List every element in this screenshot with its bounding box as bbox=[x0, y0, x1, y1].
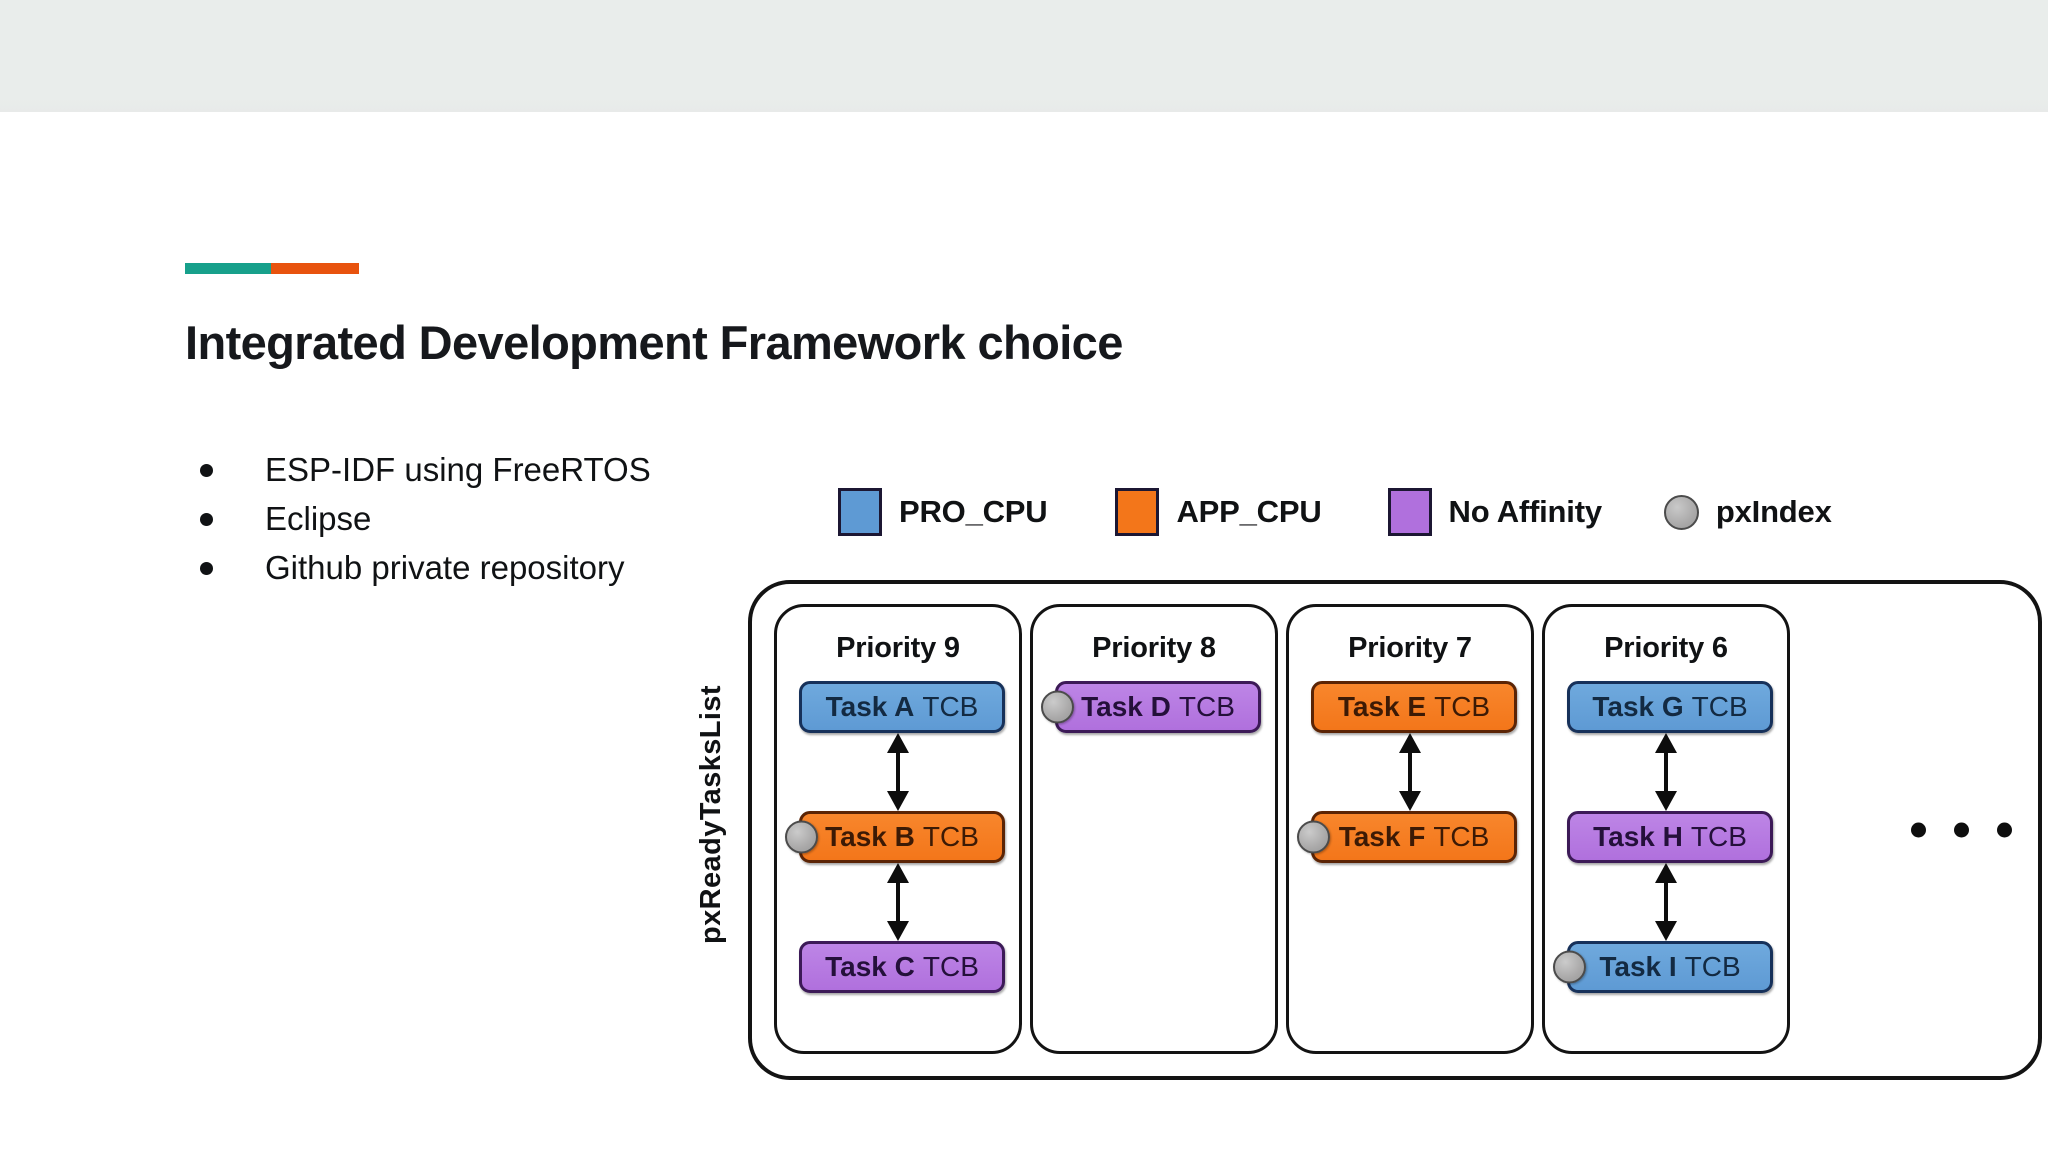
task-link-arrow-icon bbox=[1397, 733, 1423, 811]
purple-square-icon bbox=[1387, 488, 1432, 536]
diagram-axis-label: pxReadyTasksList bbox=[685, 664, 737, 964]
legend-label: APP_CPU bbox=[1176, 494, 1322, 529]
legend-label: pxIndex bbox=[1715, 494, 1832, 529]
bullet-dot-icon bbox=[200, 513, 213, 526]
task-tcb-suffix: TCB bbox=[922, 951, 979, 982]
task-link-arrow-icon bbox=[1653, 733, 1679, 811]
list-item: ESP-IDF using FreeRTOS bbox=[200, 445, 820, 494]
bullet-dot-icon bbox=[200, 464, 213, 477]
task-tcb-suffix: TCB bbox=[922, 691, 979, 722]
task-link-arrow-icon bbox=[885, 863, 911, 941]
legend-item-no-affinity: No Affinity bbox=[1387, 488, 1603, 536]
task-tcb-suffix: TCB bbox=[1690, 821, 1747, 852]
pxindex-marker-icon bbox=[1041, 690, 1074, 724]
task-name: Task D bbox=[1081, 691, 1171, 722]
legend-item-app-cpu: APP_CPU bbox=[1115, 488, 1322, 536]
task-name: Task H bbox=[1593, 821, 1683, 852]
accent-segment-orange bbox=[271, 263, 359, 274]
accent-segment-teal bbox=[185, 263, 271, 274]
task-name: Task B bbox=[825, 821, 915, 852]
task-name: Task G bbox=[1592, 691, 1684, 722]
bullet-dot-icon bbox=[200, 562, 213, 575]
task-tcb-suffix: TCB bbox=[922, 821, 979, 852]
task-name: Task I bbox=[1599, 951, 1677, 982]
legend-label: PRO_CPU bbox=[899, 494, 1048, 529]
task-name: Task E bbox=[1337, 691, 1427, 722]
task-link-arrow-icon bbox=[885, 733, 911, 811]
priority-column-title: Priority 9 bbox=[836, 632, 960, 664]
task-name: Task A bbox=[825, 691, 915, 722]
pxindex-marker-icon bbox=[1553, 950, 1586, 984]
priority-column-title: Priority 8 bbox=[1092, 632, 1216, 664]
priority-column-title: Priority 6 bbox=[1604, 632, 1728, 664]
task-tcb-suffix: TCB bbox=[1433, 821, 1490, 852]
legend-item-pxindex: pxIndex bbox=[1663, 494, 1832, 530]
task-tcb-suffix: TCB bbox=[1178, 691, 1235, 722]
bullet-label: Github private repository bbox=[265, 549, 625, 586]
task-tcb-suffix: TCB bbox=[1434, 691, 1491, 722]
top-decorative-band bbox=[0, 0, 2048, 112]
accent-bar bbox=[185, 263, 359, 274]
overflow-ellipsis-icon bbox=[1911, 822, 2012, 838]
task-name: Task F bbox=[1338, 821, 1426, 852]
task-tcb-suffix: TCB bbox=[1691, 691, 1748, 722]
legend-label: No Affinity bbox=[1448, 494, 1603, 529]
bullet-list: ESP-IDF using FreeRTOS Eclipse Github pr… bbox=[200, 445, 820, 592]
orange-square-icon bbox=[1115, 488, 1160, 536]
blue-square-icon bbox=[838, 488, 882, 536]
task-tcb-suffix: TCB bbox=[1684, 951, 1741, 982]
diagram-legend: PRO_CPU APP_CPU No Affinity pxIndex bbox=[838, 484, 1832, 540]
task-name: Task C bbox=[825, 951, 915, 982]
legend-item-pro-cpu: PRO_CPU bbox=[838, 488, 1048, 536]
bullet-label: Eclipse bbox=[265, 500, 372, 537]
grey-circle-icon bbox=[1663, 494, 1699, 530]
axis-label-text: pxReadyTasksList bbox=[694, 684, 727, 944]
priority-column-title: Priority 7 bbox=[1348, 632, 1472, 664]
list-item: Eclipse bbox=[200, 494, 820, 543]
pxindex-marker-icon bbox=[1297, 820, 1330, 854]
list-item: Github private repository bbox=[200, 543, 820, 592]
page-title: Integrated Development Framework choice bbox=[185, 316, 1123, 369]
bullet-label: ESP-IDF using FreeRTOS bbox=[265, 451, 651, 488]
task-link-arrow-icon bbox=[1653, 863, 1679, 941]
pxindex-marker-icon bbox=[785, 820, 818, 854]
